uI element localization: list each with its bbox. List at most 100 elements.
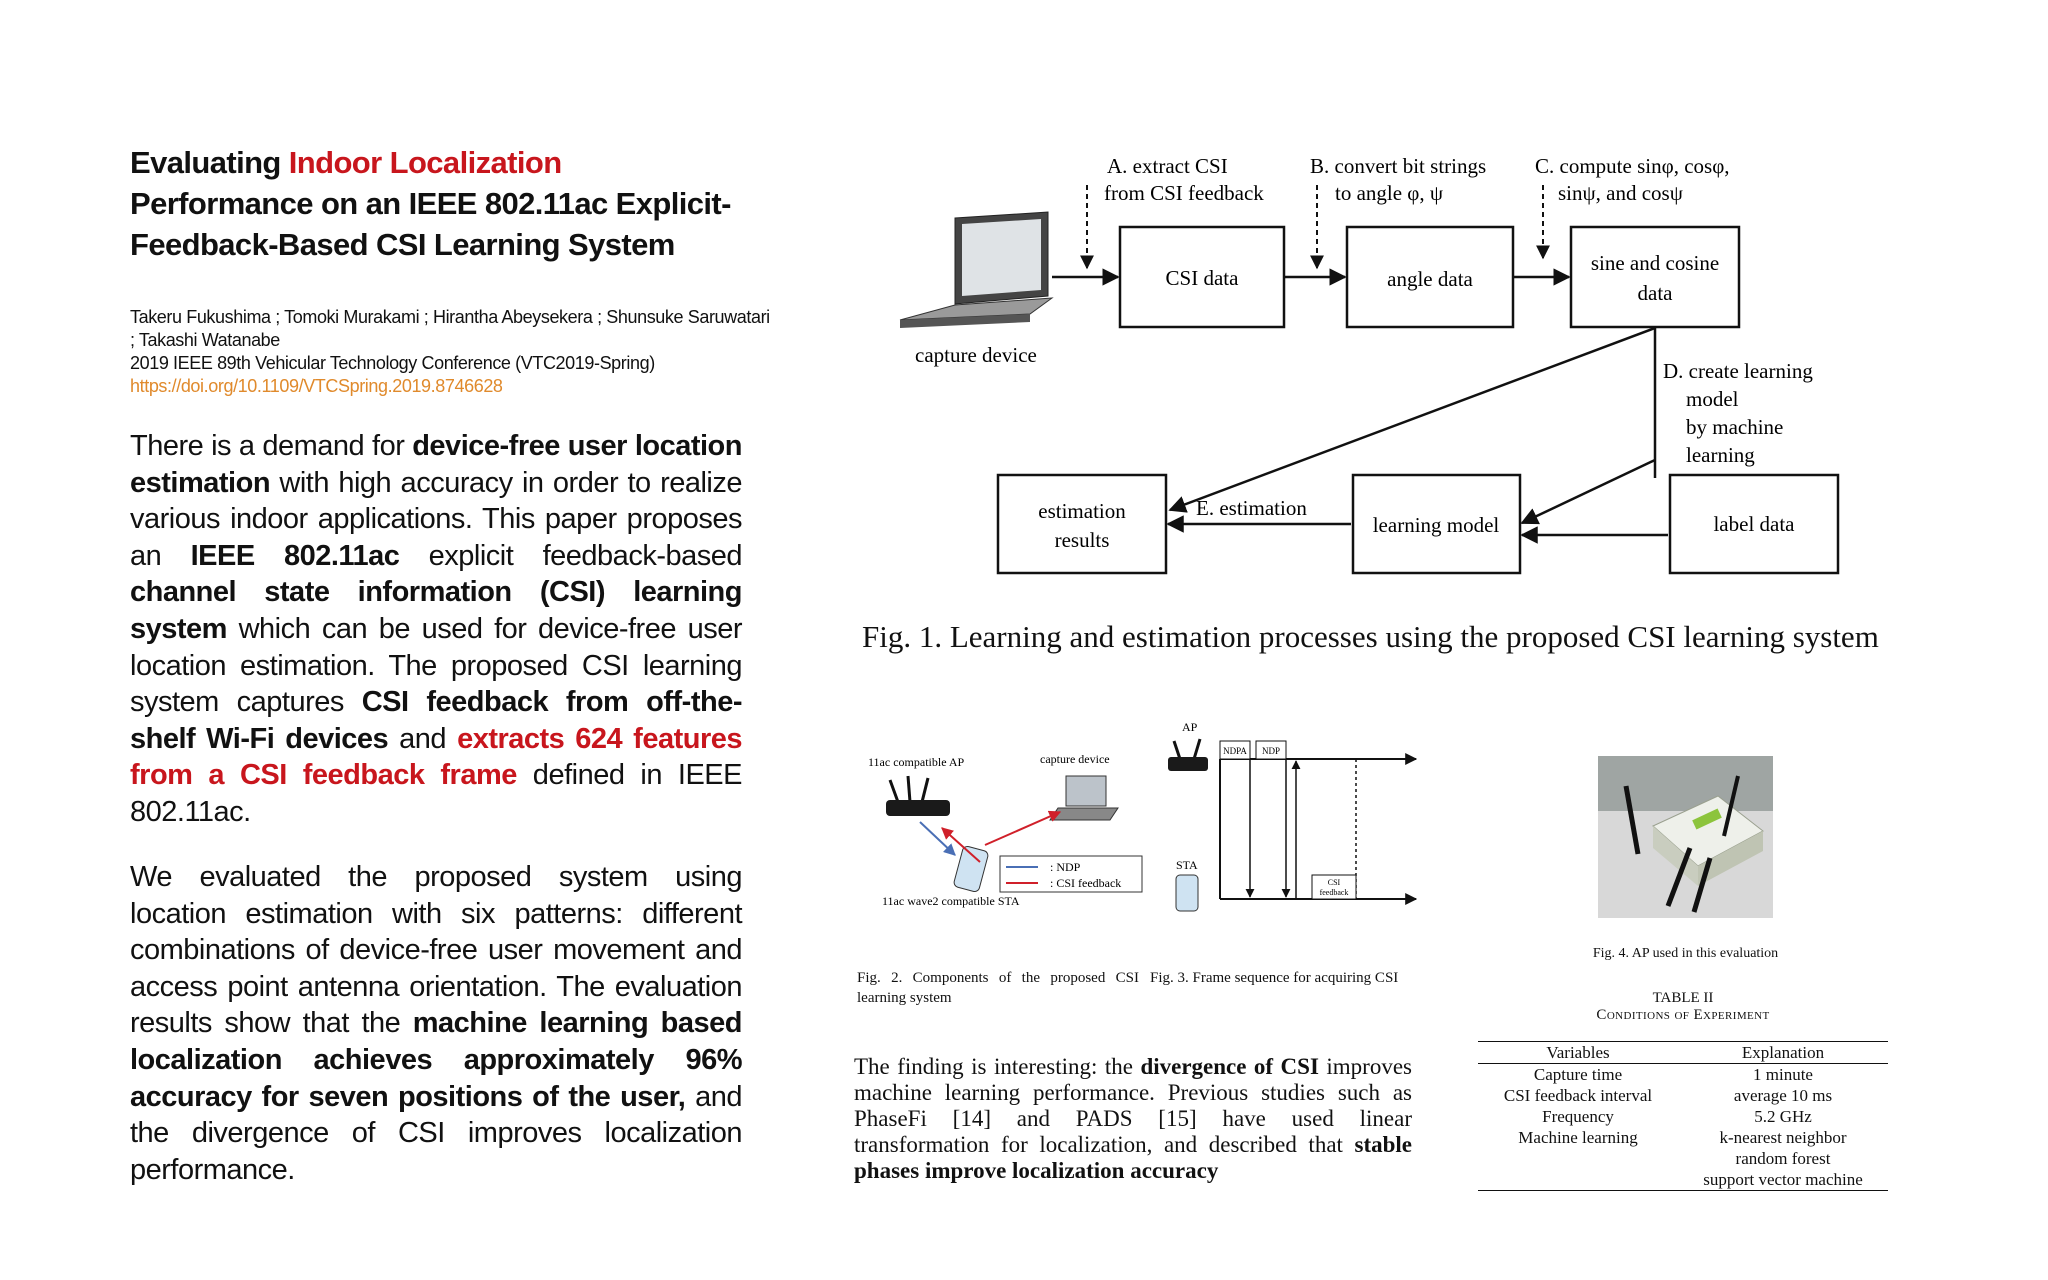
table-row: CSI feedback interval average 10 ms: [1478, 1085, 1888, 1106]
table-row: Frequency 5.2 GHz: [1478, 1106, 1888, 1127]
csi-arrow-2: [984, 810, 1062, 846]
text: explicit feedback-based: [399, 539, 743, 572]
laptop-icon: [899, 211, 1054, 328]
cell: Capture time: [1533, 1065, 1623, 1084]
fig2-sta-label: 11ac wave2 compatible STA: [882, 894, 1020, 908]
fig2-diagram: 11ac compatible AP capture device : NDP …: [868, 752, 1143, 908]
label-data-label: label data: [1713, 512, 1795, 536]
router-icon: [1168, 738, 1208, 771]
col-header-variables: Variables: [1546, 1043, 1610, 1062]
cell: [1478, 1148, 1678, 1169]
fig2-ap-label: 11ac compatible AP: [868, 755, 965, 769]
authors: Takeru Fukushima ; Tomoki Murakami ; Hir…: [130, 307, 770, 350]
fig4-caption: Fig. 4. AP used in this evaluation: [1592, 946, 1779, 961]
sine-to-results-arrow: [1168, 326, 1656, 513]
table2-label: TABLE II: [1652, 990, 1714, 1006]
cell: 5.2 GHz: [1754, 1107, 1812, 1126]
cell: random forest: [1735, 1149, 1831, 1168]
emphasis: channel state information (CSI) learning…: [130, 576, 743, 645]
d-arrow-to-model: [1520, 458, 1656, 525]
cell: Frequency: [1542, 1107, 1614, 1126]
fig1-diagram: capture device A. extract CSI from CSI f…: [899, 154, 1840, 575]
title-highlight: Indoor Localization: [288, 145, 562, 180]
text: which can be used for device-free user l…: [130, 612, 743, 719]
ndp-arrow-1: [919, 821, 956, 856]
text: There is a demand for: [130, 430, 413, 462]
title-text: Evaluating: [130, 145, 289, 180]
sine-cosine-line2: data: [1638, 281, 1674, 305]
emphasis: CSI feedback from off-the-shelf Wi-Fi de…: [130, 686, 743, 755]
table-row: Machine learning k-nearest neighbor: [1478, 1127, 1888, 1148]
table2-heading: TABLE II Conditions of Experiment: [1478, 990, 1888, 1024]
cell: Machine learning: [1518, 1128, 1638, 1147]
cell: support vector machine: [1703, 1170, 1863, 1189]
text: improves machine learning performance. P…: [854, 1054, 1412, 1157]
fig3-sta-label: STA: [1176, 858, 1198, 872]
step-d-line3: by machine: [1686, 415, 1783, 439]
angle-data-box: [1345, 225, 1515, 329]
text: and the divergence of CSI improves local…: [130, 1080, 743, 1186]
cell: average 10 ms: [1733, 1086, 1833, 1105]
csi-feedback-line2: feedback: [1320, 888, 1349, 897]
step-d-line1: D. create learning: [1663, 359, 1813, 383]
title-text-rest: Performance on an IEEE 802.11ac Explicit…: [130, 186, 731, 262]
red-emphasis: extracts 624 features from a CSI feedbac…: [130, 722, 743, 792]
fig2-capture-label: capture device: [1040, 752, 1110, 766]
legend-ndp-label: : NDP: [1050, 860, 1081, 874]
emphasis: divergence of CSI: [1140, 1054, 1319, 1079]
laptop-icon: [1049, 775, 1119, 821]
fig4-ap-photo: [1598, 756, 1773, 918]
fig3-diagram: AP NDPA NDP STA CSI feedback: [1168, 720, 1418, 912]
table2-title: Conditions of Experiment: [1596, 1007, 1770, 1023]
legend-csi-label: : CSI feedback: [1050, 876, 1121, 890]
router-icon: [886, 775, 950, 816]
cell: CSI feedback interval: [1503, 1086, 1653, 1105]
csi-data-box: [1118, 225, 1286, 329]
csi-data-label: CSI data: [1166, 266, 1240, 290]
sine-cosine-box: [1569, 225, 1741, 329]
finding-paragraph: The finding is interesting: the divergen…: [854, 1054, 1412, 1184]
emphasis: stable phases improve localization accur…: [854, 1132, 1412, 1183]
ndp-frame: [1255, 740, 1287, 760]
abstract-paragraph-2: We evaluated the proposed system using l…: [130, 859, 743, 1188]
emphasis: IEEE 802.11ac: [190, 539, 400, 572]
doi-link[interactable]: https://doi.org/10.1109/VTCSpring.2019.8…: [130, 376, 503, 396]
csi-feedback-frame: [1311, 874, 1357, 900]
step-a-line1: A. extract CSI: [1107, 154, 1228, 178]
step-d-line2: model: [1686, 387, 1739, 411]
estimation-results-box: [996, 473, 1168, 575]
fig3-ap-label: AP: [1182, 720, 1198, 734]
text: with high accuracy in order to realize v…: [130, 466, 743, 572]
step-e-label: E. estimation: [1196, 496, 1307, 520]
abstract-paragraph-1: There is a demand for device-free user l…: [130, 428, 743, 831]
step-b-line2: to angle φ, ψ: [1335, 181, 1443, 205]
fig2-caption: Fig. 2. Components of the proposed CSI l…: [857, 970, 1139, 1006]
estimation-results-line2: results: [1055, 528, 1110, 552]
csi-feedback-line1: CSI: [1328, 878, 1341, 887]
fig1-caption: Fig. 1. Learning and estimation processe…: [862, 619, 1879, 654]
text: and: [388, 722, 458, 755]
table-row: random forest: [1478, 1148, 1888, 1169]
capture-device-label: capture device: [915, 343, 1037, 367]
text: defined in IEEE 802.11ac.: [130, 759, 742, 828]
legend-box: [999, 855, 1143, 893]
text: The finding is interesting: the: [854, 1054, 1141, 1079]
ndpa-label: NDPA: [1223, 746, 1247, 756]
col-header-explanation: Explanation: [1741, 1043, 1825, 1062]
text: We evaluated the proposed system using l…: [130, 861, 743, 1040]
emphasis: machine learning based localization achi…: [130, 1007, 743, 1113]
fig3-caption: Fig. 3. Frame sequence for acquiring CSI: [1150, 970, 1399, 986]
table-row: support vector machine: [1478, 1169, 1888, 1191]
ndp-label: NDP: [1262, 746, 1280, 756]
learning-model-label: learning model: [1373, 513, 1500, 537]
cell: k-nearest neighbor: [1719, 1128, 1847, 1147]
smartphone-icon: [1175, 874, 1199, 912]
step-a-line2: from CSI feedback: [1104, 181, 1264, 205]
csi-arrow-1: [941, 827, 981, 863]
label-data-box: [1668, 473, 1840, 575]
step-b-line1: B. convert bit strings: [1310, 154, 1486, 178]
